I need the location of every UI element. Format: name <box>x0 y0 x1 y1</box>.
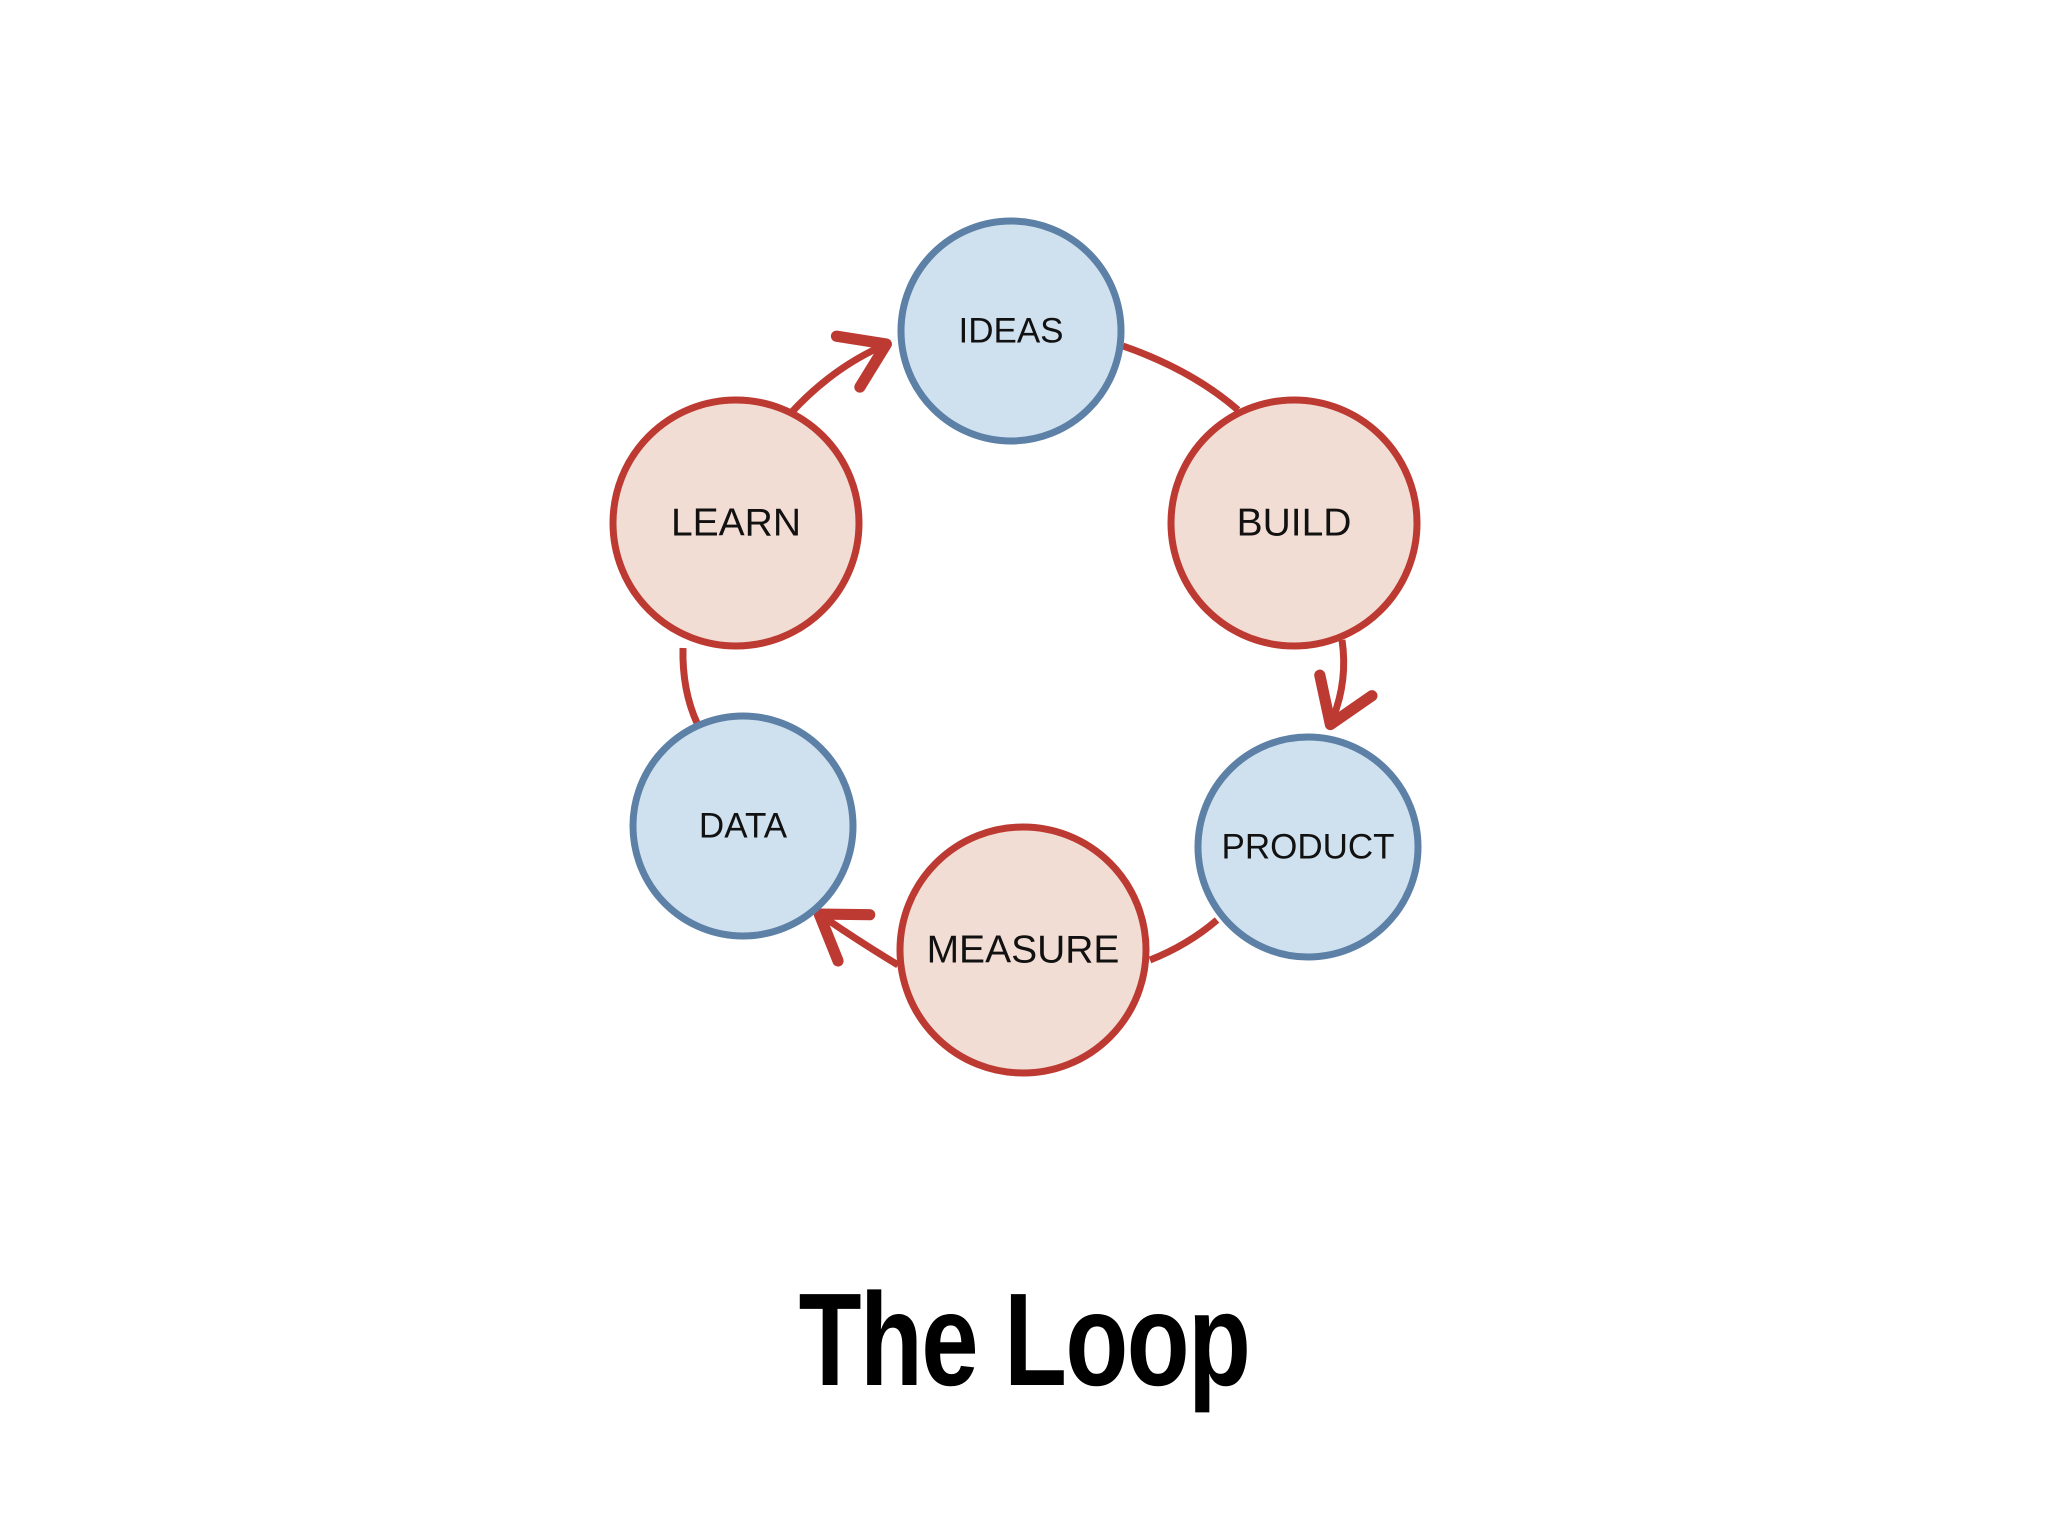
connector-product-measure <box>1148 917 1220 964</box>
node-ideas: IDEAS <box>897 217 1125 445</box>
node-data-label: DATA <box>699 807 788 846</box>
connector-learn-ideas <box>787 330 892 417</box>
node-learn-label: LEARN <box>671 502 801 545</box>
node-learn: LEARN <box>609 396 863 650</box>
node-data: DATA <box>629 712 857 940</box>
node-ideas-label: IDEAS <box>958 312 1063 351</box>
connector-data-learn <box>679 647 701 725</box>
node-product-label: PRODUCT <box>1221 828 1394 867</box>
connector-build-product <box>1314 639 1378 731</box>
connector-ideas-build <box>1121 342 1241 413</box>
node-build-label: BUILD <box>1237 502 1352 545</box>
connector-measure-data <box>813 908 900 968</box>
node-build: BUILD <box>1167 396 1421 650</box>
slide-title: The Loop <box>798 1266 1251 1413</box>
node-measure: MEASURE <box>896 823 1150 1077</box>
node-product: PRODUCT <box>1194 733 1422 961</box>
node-measure-label: MEASURE <box>927 929 1120 972</box>
